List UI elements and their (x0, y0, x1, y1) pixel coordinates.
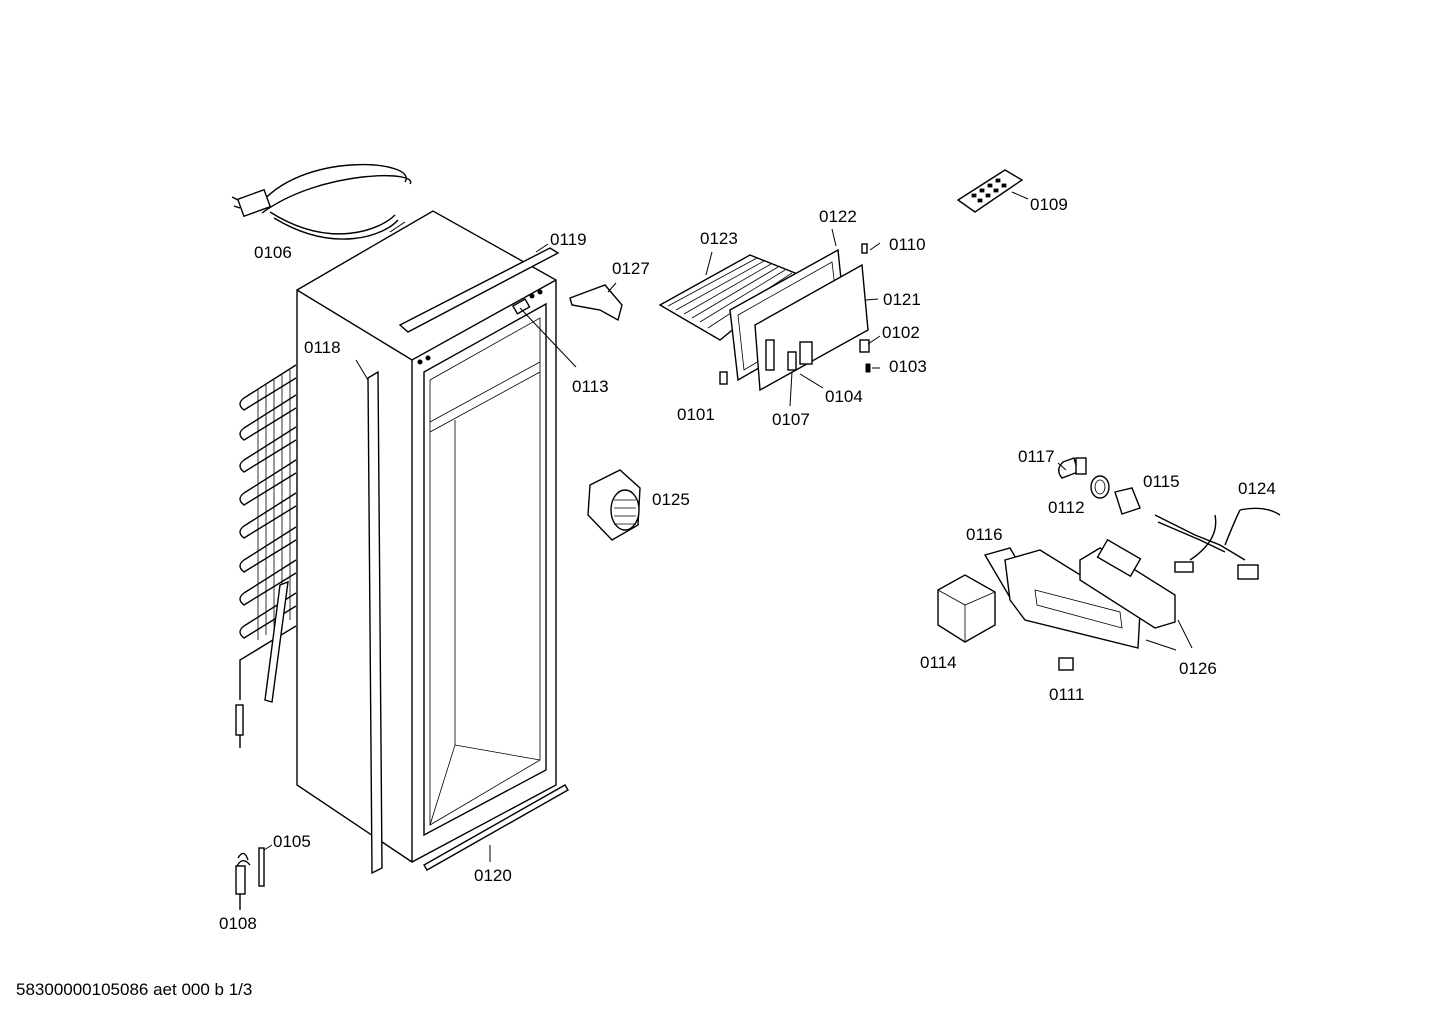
label-0117: 0117 (1018, 447, 1055, 466)
wiring-harness-drawing (1154, 507, 1281, 580)
door-seal-drawing (367, 370, 383, 875)
control-housing-drawing (937, 538, 1176, 671)
label-0119: 0119 (550, 230, 587, 249)
bottom-strip-drawing (423, 784, 569, 871)
label-0101: 0101 (677, 405, 715, 424)
label-0105: 0105 (273, 832, 311, 851)
label-0102: 0102 (882, 323, 920, 342)
label-0106: 0106 (254, 243, 292, 262)
document-reference: 58300000105086 aet 000 b 1/3 (16, 980, 253, 999)
label-0115: 0115 (1143, 472, 1180, 491)
bracket-drawing (569, 284, 623, 322)
condenser-coil-drawing (235, 364, 297, 748)
label-0109: 0109 (1030, 195, 1068, 214)
label-0103: 0103 (889, 357, 927, 376)
power-cord-drawing (231, 163, 412, 240)
label-0111: 0111 (1049, 685, 1084, 704)
label-0125: 0125 (652, 490, 690, 509)
label-0110: 0110 (889, 235, 926, 254)
remote-drawing (956, 169, 1024, 213)
sensor-drawing (235, 847, 265, 910)
label-0113: 0113 (572, 377, 609, 396)
label-0123: 0123 (700, 229, 738, 248)
label-0124: 0124 (1238, 479, 1276, 498)
label-0121: 0121 (883, 290, 921, 309)
part-labels: 0106 0119 0127 0118 0113 0123 0122 0110 … (219, 195, 1276, 933)
label-0104: 0104 (825, 387, 863, 406)
fan-drawing (587, 469, 641, 541)
panel-drawing (719, 243, 871, 392)
label-0127: 0127 (612, 259, 650, 278)
label-0107: 0107 (772, 410, 810, 429)
label-0120: 0120 (474, 866, 512, 885)
label-0108: 0108 (219, 914, 257, 933)
leader-lines (263, 191, 1193, 862)
label-0118: 0118 (304, 338, 341, 357)
label-0116: 0116 (966, 525, 1003, 544)
cabinet-drawing (296, 210, 560, 863)
label-0126: 0126 (1179, 659, 1217, 678)
label-0112: 0112 (1048, 498, 1085, 517)
lamp-drawing (1058, 457, 1141, 515)
label-0114: 0114 (920, 653, 957, 672)
label-0122: 0122 (819, 207, 857, 226)
